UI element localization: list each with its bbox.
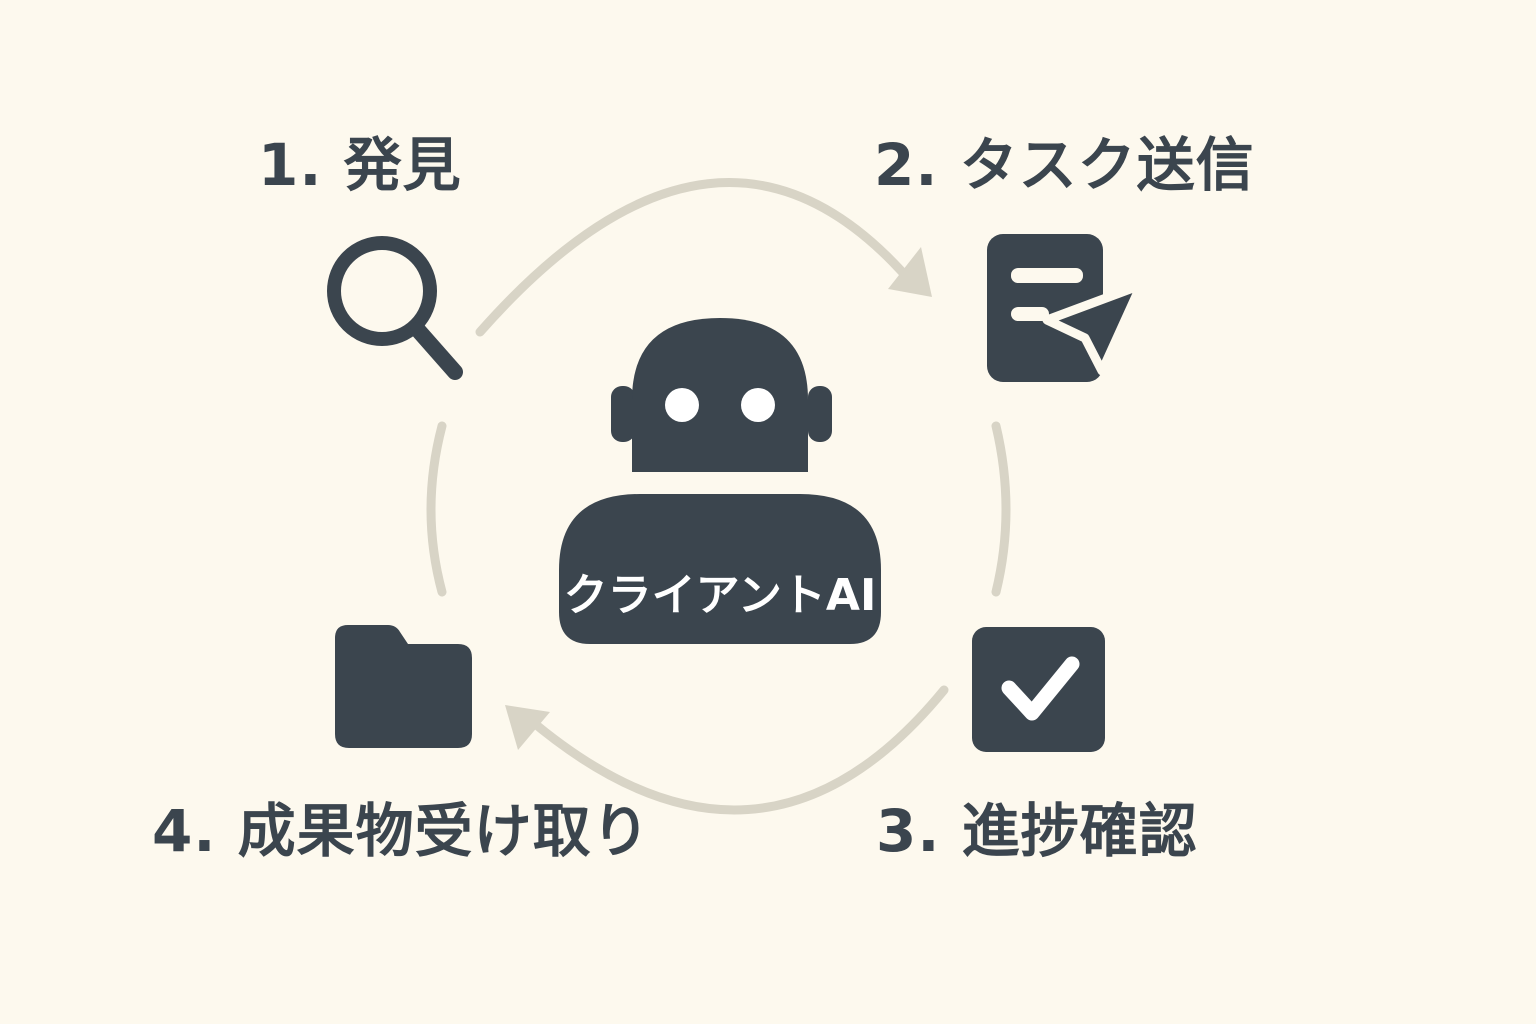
arrow-discovery-to-send <box>475 178 917 337</box>
center-label: クライアントAI <box>564 570 877 621</box>
step-label-progress-check: 3. 進捗確認 <box>876 797 1198 865</box>
cycle-arrows <box>426 178 1011 815</box>
step-label-task-send: 2. タスク送信 <box>874 131 1255 199</box>
arrowhead-discovery-to-send <box>888 247 932 297</box>
folder-icon <box>335 625 472 748</box>
arrow-deliverable-to-discovery <box>426 421 447 597</box>
step-label-deliverable-receipt: 4. 成果物受け取り <box>152 797 651 865</box>
send-document-icon <box>987 234 1146 382</box>
arrow-send-to-progress <box>991 421 1011 597</box>
robot-icon: クライアントAI <box>559 318 881 644</box>
arrowhead-progress-to-deliverable <box>505 705 550 750</box>
arrow-progress-to-deliverable <box>523 685 949 815</box>
search-icon <box>327 236 463 380</box>
step-label-discovery: 1. 発見 <box>258 131 462 199</box>
checkbox-checked-icon <box>972 627 1105 752</box>
